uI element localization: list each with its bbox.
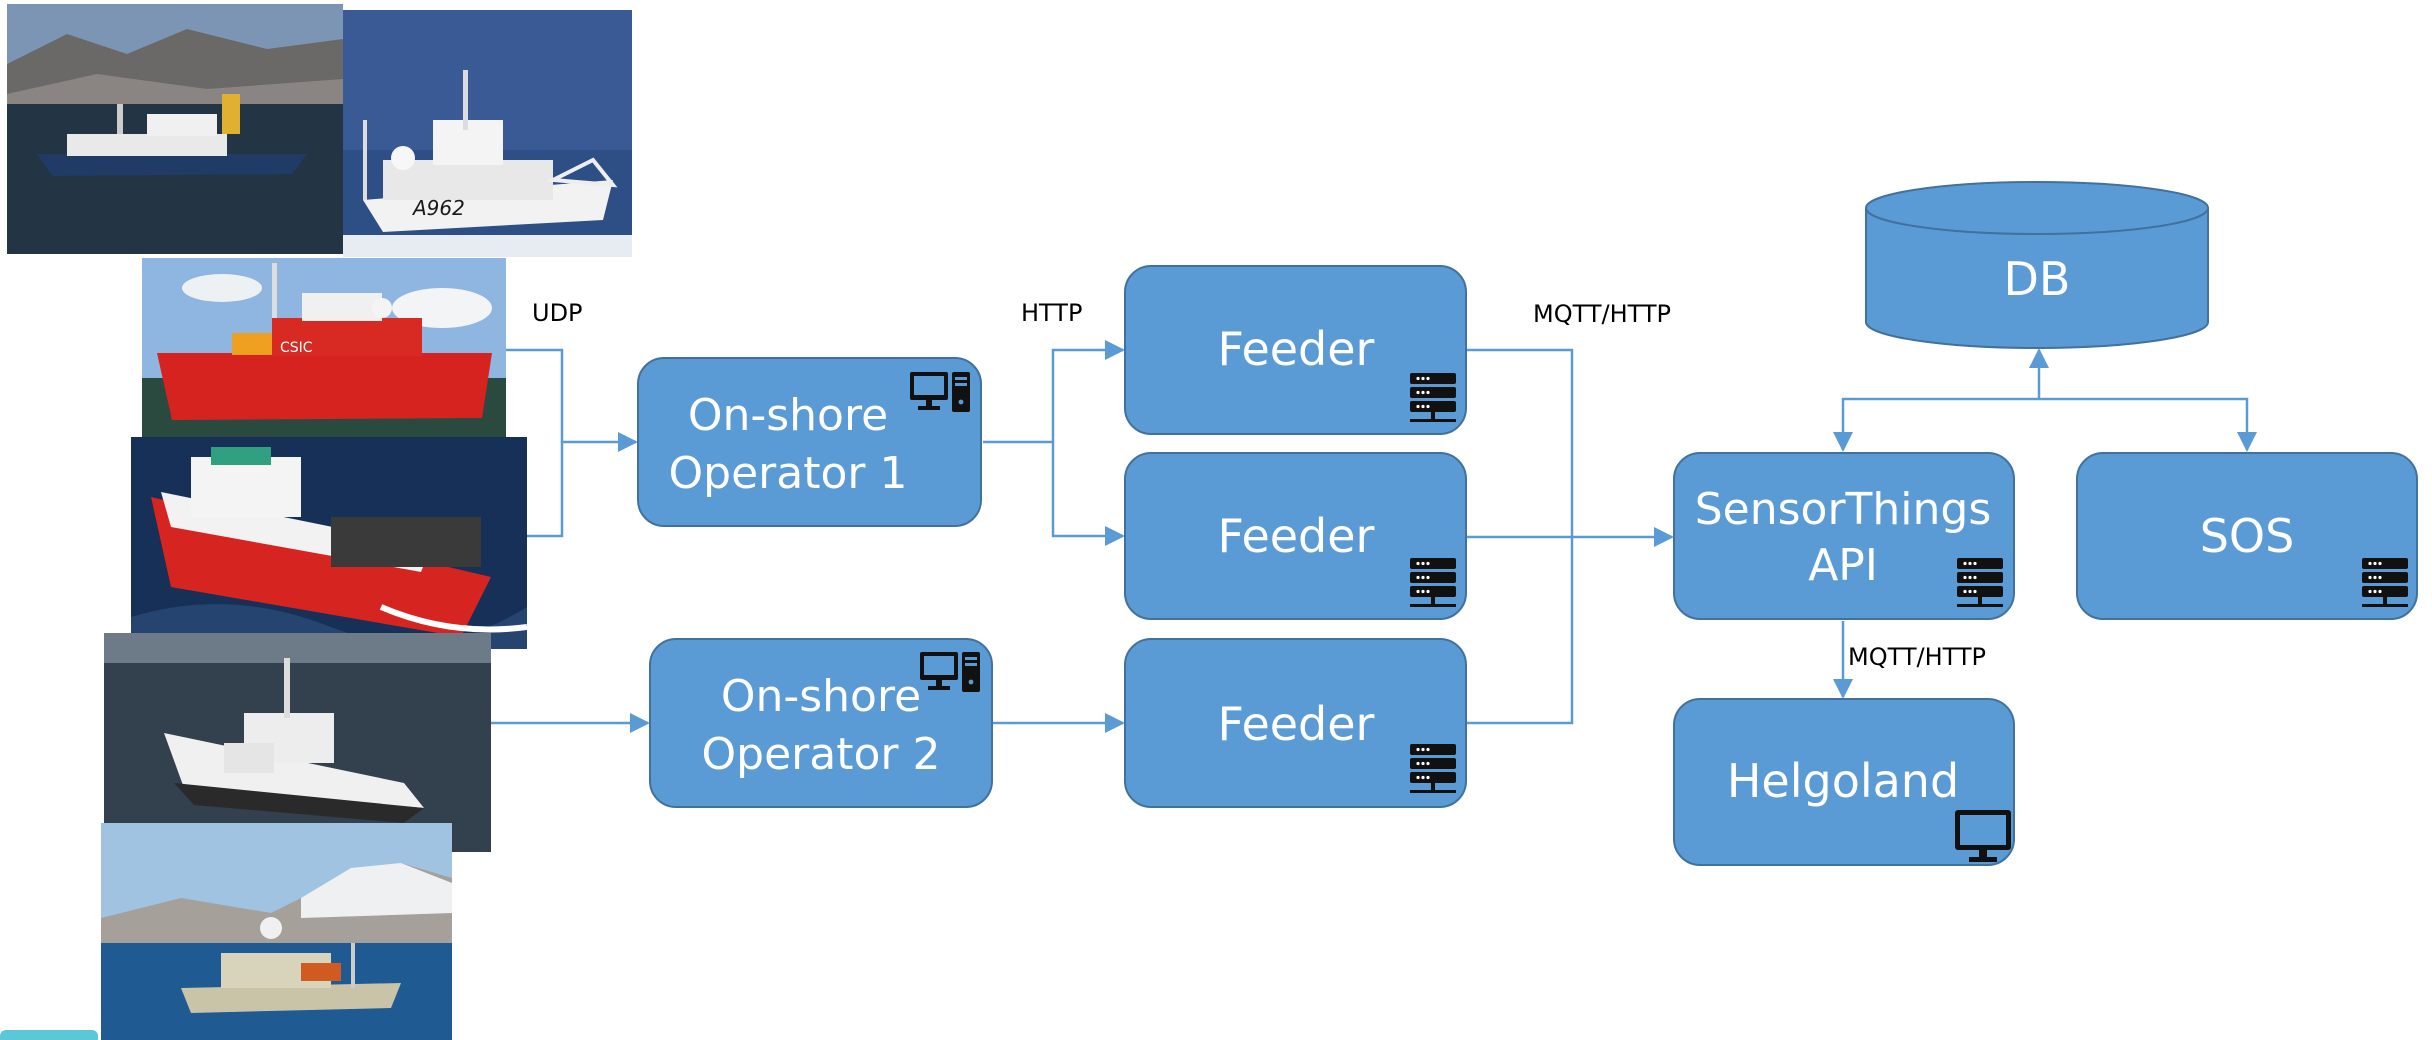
operator-2-line1: On-shore xyxy=(721,671,921,722)
db-link-sos xyxy=(2039,397,2257,452)
edge-label-mqtt-feeders: MQTT/HTTP xyxy=(1533,300,1671,328)
research-vessel-photo-6 xyxy=(101,823,452,1040)
research-vessel-photo-5 xyxy=(104,633,491,852)
operator-1-node[interactable]: On-shore Operator 1 xyxy=(637,357,982,527)
sta-line2: API xyxy=(1808,540,1878,591)
edge-label-http: HTTP xyxy=(1021,299,1082,327)
feeder-node-3[interactable]: Feeder xyxy=(1124,638,1467,808)
db-label: DB xyxy=(2004,252,2071,306)
database-node[interactable]: DB xyxy=(1865,181,2209,349)
workstation-icon xyxy=(920,652,980,692)
sos-node[interactable]: SOS xyxy=(2076,452,2418,620)
feeder-3-label: Feeder xyxy=(1218,697,1375,751)
slide-corner-tab xyxy=(0,1030,98,1040)
research-vessel-photo-1 xyxy=(7,4,343,254)
sos-label: SOS xyxy=(2200,509,2295,563)
udp-link-ship-4 xyxy=(527,442,564,538)
workstation-icon xyxy=(910,372,970,412)
edge-label-mqtt-helgoland: MQTT/HTTP xyxy=(1848,643,1986,671)
feeder-node-1[interactable]: Feeder xyxy=(1124,265,1467,435)
helgoland-node[interactable]: Helgoland xyxy=(1673,698,2015,866)
feeder-2-label: Feeder xyxy=(1218,509,1375,563)
operator-1-line2: Operator 1 xyxy=(669,448,908,499)
operator-2-line2: Operator 2 xyxy=(702,729,941,780)
mqtt-link-feeder3 xyxy=(1467,537,1574,725)
sta-line1: SensorThings xyxy=(1695,484,1992,535)
mqtt-link-feeder1 xyxy=(1467,348,1574,537)
feeder-node-2[interactable]: Feeder xyxy=(1124,452,1467,620)
edge-label-udp: UDP xyxy=(532,299,583,327)
svg-text:CSIC: CSIC xyxy=(280,340,313,356)
operator-1-line1: On-shore xyxy=(688,390,888,441)
udp-link-ship-3 xyxy=(506,348,638,452)
http-link-operator1-feeder1 xyxy=(983,340,1125,444)
db-link-sta xyxy=(1833,397,2039,452)
research-vessel-photo-4 xyxy=(131,437,527,649)
operator-2-node[interactable]: On-shore Operator 2 xyxy=(649,638,993,808)
research-vessel-photo-3: CSIC xyxy=(142,258,506,444)
helgoland-label: Helgoland xyxy=(1727,754,1959,808)
http-link-operator1-feeder2 xyxy=(1051,442,1125,546)
sensorthings-api-node[interactable]: SensorThings API xyxy=(1673,452,2015,620)
svg-text:A962: A962 xyxy=(411,196,465,220)
research-vessel-photo-2: A962 xyxy=(343,10,632,257)
feeder-1-label: Feeder xyxy=(1218,322,1375,376)
